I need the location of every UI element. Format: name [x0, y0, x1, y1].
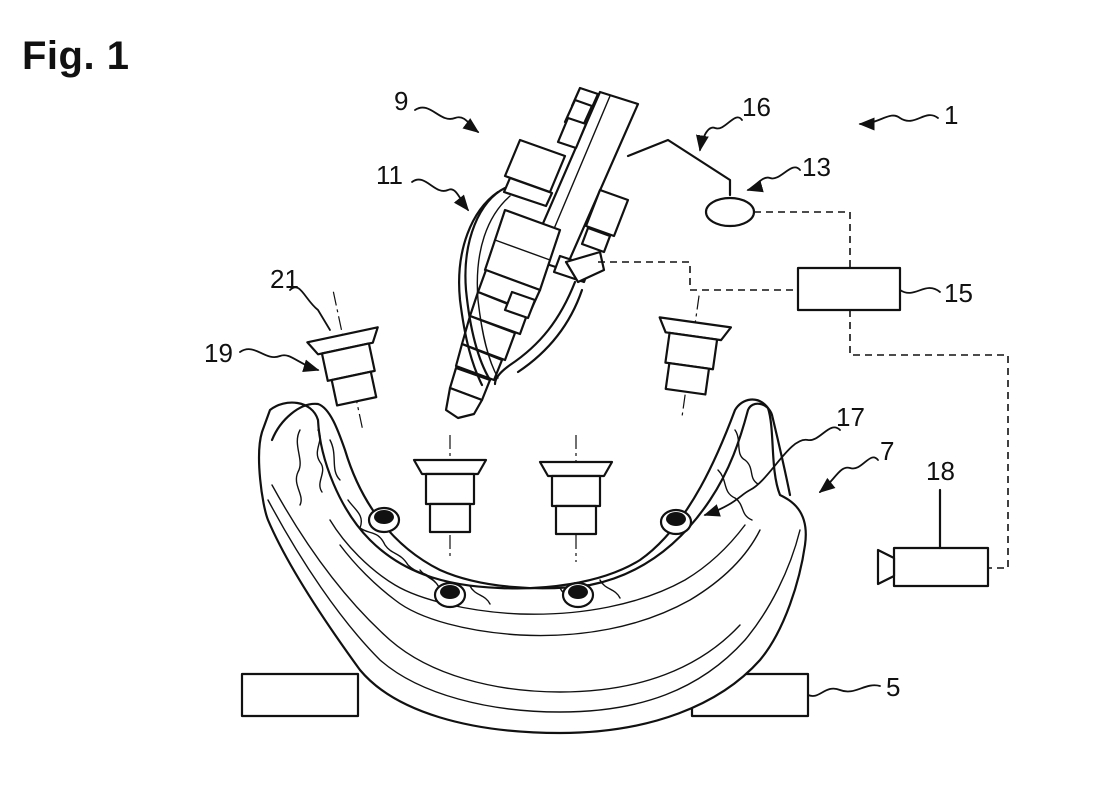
signal-lines [598, 212, 1008, 568]
label-camera: 18 [926, 456, 955, 486]
label-robot: 9 [394, 86, 408, 116]
marker-1 [369, 508, 399, 532]
marker-4 [661, 510, 691, 534]
label-cable: 11 [376, 160, 403, 190]
label-marker: 17 [836, 402, 865, 432]
label-light: 19 [204, 338, 233, 368]
lamp-center-left [414, 435, 486, 560]
marker-3 [563, 583, 593, 607]
label-line: 16 [742, 92, 771, 122]
label-controller: 15 [944, 278, 973, 308]
label-model: 7 [880, 436, 894, 466]
label-light-axis: 21 [270, 264, 299, 294]
label-system: 1 [944, 100, 958, 130]
camera [878, 548, 988, 586]
label-sensor: 13 [802, 152, 831, 182]
label-holder: 5 [886, 672, 900, 702]
holder-block-left [242, 674, 358, 716]
sensor-ellipse [706, 198, 754, 226]
controller-box [798, 268, 900, 310]
lamp-right [646, 291, 735, 425]
lamp-center-right [540, 435, 612, 562]
marker-2 [435, 583, 465, 607]
